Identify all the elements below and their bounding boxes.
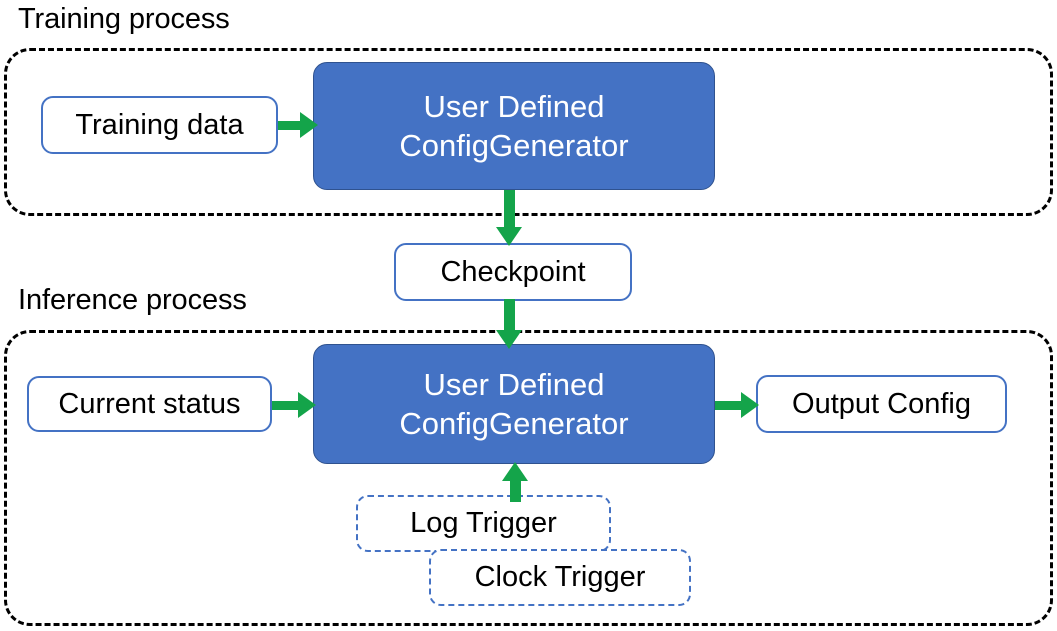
arrow-head xyxy=(741,392,759,418)
inference-process-title: Inference process xyxy=(18,284,247,316)
arrow-head xyxy=(300,112,318,138)
node-log-trigger-label: Log Trigger xyxy=(410,507,557,539)
arrow-training-data-to-generator xyxy=(278,110,318,140)
training-process-title: Training process xyxy=(18,3,230,35)
node-current-status-label: Current status xyxy=(58,387,241,420)
arrow-head xyxy=(496,227,522,246)
generator-line-1: User Defined xyxy=(423,367,605,402)
arrow-checkpoint-to-inference-generator xyxy=(494,299,524,349)
node-training-config-generator-text: User Defined ConfigGenerator xyxy=(399,87,628,165)
node-inference-config-generator[interactable]: User Defined ConfigGenerator xyxy=(313,344,715,464)
node-output-config[interactable]: Output Config xyxy=(756,375,1007,433)
arrow-generator-to-output-config xyxy=(715,390,759,420)
generator-line-1: User Defined xyxy=(423,89,605,124)
arrow-shaft xyxy=(715,400,743,410)
node-checkpoint-label: Checkpoint xyxy=(440,255,586,288)
inference-process-container xyxy=(4,330,1053,626)
arrow-shaft xyxy=(503,299,515,333)
arrow-shaft xyxy=(503,190,515,230)
arrow-head xyxy=(502,462,528,481)
arrow-triggers-to-generator xyxy=(500,462,530,502)
node-output-config-label: Output Config xyxy=(792,387,971,420)
node-training-config-generator[interactable]: User Defined ConfigGenerator xyxy=(313,62,715,190)
arrow-current-status-to-generator xyxy=(272,390,316,420)
generator-line-2: ConfigGenerator xyxy=(399,128,629,163)
arrow-head xyxy=(496,330,522,349)
training-process-container xyxy=(4,48,1053,216)
arrow-shaft xyxy=(509,478,521,502)
node-clock-trigger-label: Clock Trigger xyxy=(474,561,646,593)
arrow-generator-to-checkpoint xyxy=(494,190,524,246)
node-current-status[interactable]: Current status xyxy=(27,376,272,432)
node-training-data-label: Training data xyxy=(75,108,244,141)
node-clock-trigger[interactable]: Clock Trigger xyxy=(429,549,691,606)
arrow-head xyxy=(298,392,316,418)
arrow-shaft xyxy=(278,120,302,130)
node-log-trigger[interactable]: Log Trigger xyxy=(356,495,611,552)
generator-line-2: ConfigGenerator xyxy=(399,406,629,441)
arrow-shaft xyxy=(272,400,300,410)
node-inference-config-generator-text: User Defined ConfigGenerator xyxy=(399,365,628,443)
node-checkpoint[interactable]: Checkpoint xyxy=(394,243,632,301)
node-training-data[interactable]: Training data xyxy=(41,96,278,154)
